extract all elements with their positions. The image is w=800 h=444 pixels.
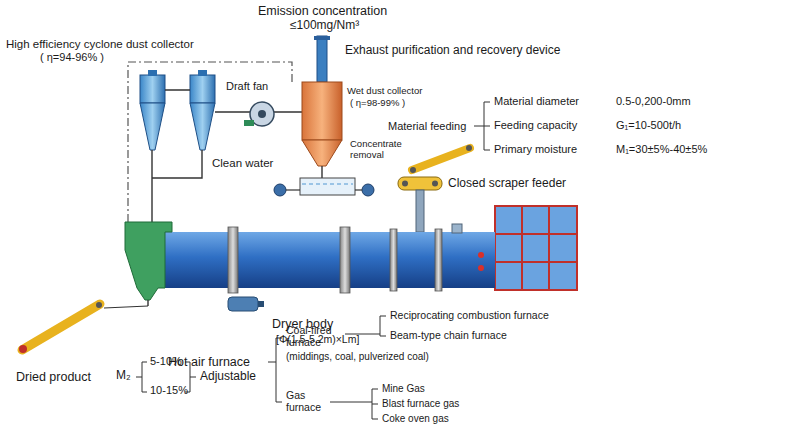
part-label: Beam-type chain furnace [390,329,507,341]
part-label: Dried product [16,370,91,384]
part-label: Clean water [212,157,273,170]
value-label: 10-15% [150,384,188,397]
note-label: Adjustable [200,370,256,384]
value-label: ≤100mg/Nm³ [290,19,359,33]
part-label: Coal-fired furnace [286,324,348,348]
value-label: 5-10% [150,355,182,368]
value-label: M₁=30±5%-40±5% [616,143,707,156]
parameter-label: Primary moisture [494,143,577,156]
part-label: Coke oven gas [382,413,449,425]
part-label: Material feeding [388,120,466,133]
part-label: High efficiency cyclone dust collector [6,38,194,51]
part-label: Draft fan [226,80,268,93]
symbol-label: M₂ [116,369,131,383]
part-label: Gas furnace [286,389,330,413]
value-label: ( η=98-99% ) [350,98,405,109]
part-label: Exhaust purification and recovery device [345,44,560,58]
part-label: Mine Gas [382,383,425,395]
part-label: Wet dust collector [347,86,422,97]
heading-label: Emission concentration [258,4,387,18]
value-label: ( η=94-96% ) [40,51,104,64]
part-label: Concentrate removal [350,139,410,161]
parameter-label: Feeding capacity [494,119,577,132]
part-label: Closed scraper feeder [448,177,566,191]
value-label: 0.5-0,200-0mm [616,95,691,108]
note-label: (middings, coal, pulverized coal) [286,351,429,363]
parameter-label: Material diameter [494,95,579,108]
part-label: Reciprocating combustion furnace [390,309,549,321]
value-label: G₁=10-500t/h [616,119,681,132]
part-label: Blast furnace gas [382,398,459,410]
